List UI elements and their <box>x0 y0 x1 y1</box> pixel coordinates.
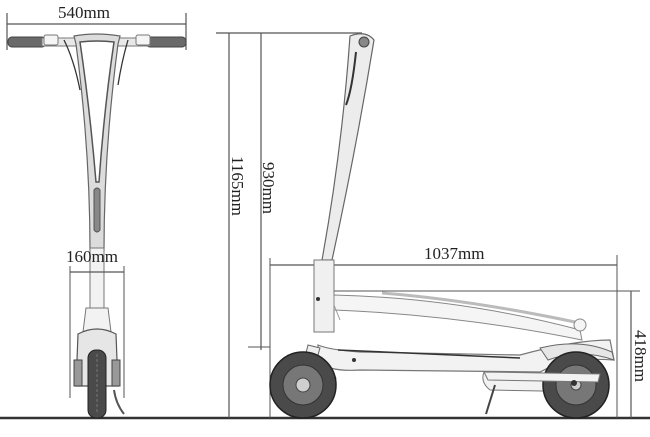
folded-height-label: 418mm <box>631 330 650 382</box>
base-width-label: 160mm <box>66 247 118 266</box>
front-view <box>6 13 187 419</box>
length-label: 1037mm <box>424 244 485 263</box>
side-view <box>216 32 640 419</box>
handlebar-width-label: 540mm <box>58 3 110 22</box>
stem-height-label: 930mm <box>259 162 278 214</box>
total-height-label: 1165mm <box>228 156 247 216</box>
